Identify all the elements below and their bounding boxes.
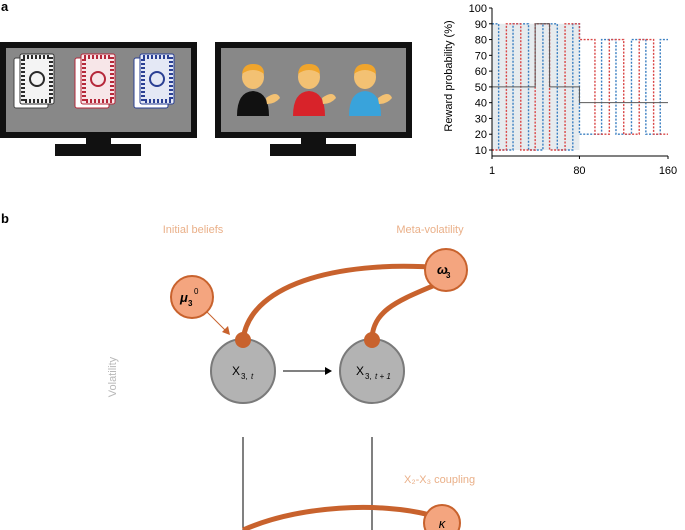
node-x3t1: X 3, t + 1 [339, 338, 405, 404]
person-blue-shirt [349, 64, 392, 116]
monitor-base [55, 144, 141, 156]
card-deck-red [74, 53, 116, 109]
node-x3t1-subscript: 3, [365, 372, 372, 381]
mu-to-x3t-arrow [204, 309, 229, 334]
node-x3t-symbol: X [232, 364, 240, 378]
monitor-screen [221, 48, 406, 132]
y-tick-label: 100 [469, 3, 487, 15]
coupling-dot-x3t [235, 332, 251, 348]
person-black-shirt [237, 64, 280, 116]
y-tick-label: 90 [475, 19, 487, 31]
y-tick-label: 70 [475, 50, 487, 62]
y-tick-label: 30 [475, 113, 487, 125]
meta-volatility-label: Meta-volatility [396, 224, 464, 236]
node-x3t-subscript: 3, [241, 372, 248, 381]
y-tick-label: 10 [475, 145, 487, 157]
panel-a-label: a [1, 0, 9, 14]
x-ticks: 1 80 160 [489, 156, 677, 177]
omega-arc-to-x3t [240, 263, 443, 341]
node-mu-symbol: μ [179, 290, 188, 305]
kappa-arc [241, 504, 431, 530]
node-mu-superscript: 0 [194, 287, 199, 296]
node-omega-symbol: ω [437, 262, 448, 277]
node-omega-subscript: 3 [446, 271, 451, 280]
monitor-neck [301, 138, 326, 146]
volatility-diagram: Initial beliefs Meta-volatility Volatili… [107, 224, 475, 530]
series-line-3 [492, 23, 668, 104]
reward-probability-chart: 10 20 30 40 50 60 70 80 90 100 1 80 160 Reward prob… [443, 3, 677, 177]
monitor-base [270, 144, 356, 156]
person-emoji-icon [237, 64, 392, 116]
initial-beliefs-label: Initial beliefs [163, 224, 224, 236]
node-x3t: X 3, t [210, 338, 276, 404]
panel-b-label: b [1, 211, 9, 226]
playing-cards-icon [13, 53, 175, 109]
y-tick-label: 60 [475, 66, 487, 78]
x-tick-label: 80 [573, 165, 585, 177]
omega-arc-to-x3t1 [369, 282, 436, 341]
arrowhead-icon [222, 326, 230, 335]
y-tick-label: 50 [475, 82, 487, 94]
node-x3t1-symbol: X [356, 364, 364, 378]
coupling-dot-x3t1 [364, 332, 380, 348]
x-tick-label: 160 [659, 165, 677, 177]
node-kappa: κ [423, 504, 461, 530]
y-tick-label: 20 [475, 129, 487, 141]
coupling-label: X₂-X₃ coupling [404, 474, 475, 486]
x-tick-label: 1 [489, 165, 495, 177]
y-tick-label: 40 [475, 98, 487, 110]
card-deck-black [13, 53, 55, 109]
node-mu: μ 3 0 [170, 275, 214, 319]
monitor-people [215, 42, 412, 156]
volatility-label: Volatility [107, 356, 119, 397]
person-red-shirt [293, 64, 336, 116]
y-axis-label: Reward probability (%) [443, 20, 455, 131]
monitor-cards [0, 42, 197, 156]
arrowhead-icon [325, 367, 332, 375]
node-x3t1-subscript-t: t + 1 [375, 372, 391, 381]
series-line-2 [492, 23, 668, 151]
monitor-neck [86, 138, 111, 146]
card-deck-blue [133, 53, 175, 109]
node-omega: ω 3 [424, 248, 468, 292]
node-mu-subscript: 3 [188, 299, 193, 308]
y-tick-label: 80 [475, 35, 487, 47]
node-x3t-subscript-t: t [251, 372, 254, 381]
node-kappa-symbol: κ [439, 516, 447, 530]
series-layer [492, 23, 668, 151]
y-ticks: 10 20 30 40 50 60 70 80 90 100 [469, 3, 492, 157]
